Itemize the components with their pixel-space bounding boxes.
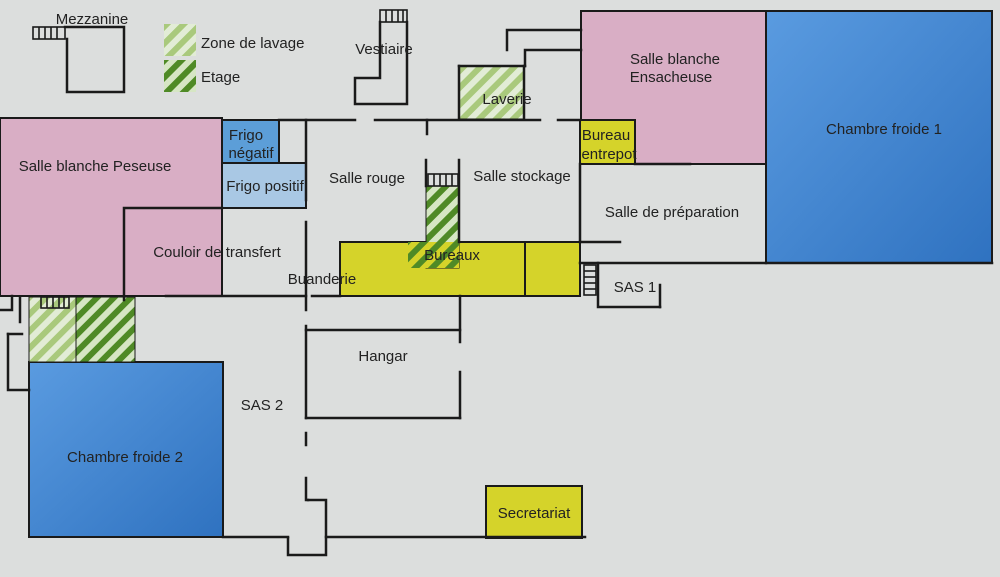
legend-wash-swatch (164, 24, 196, 56)
zone-floor-bureaux (408, 242, 459, 268)
label-sas-2: SAS 2 (241, 397, 284, 414)
label-buanderie: Buanderie (288, 271, 356, 288)
room-frigo-positif[interactable] (221, 162, 307, 209)
label-salle-rouge: Salle rouge (329, 170, 405, 187)
legend-wash-label: Zone de lavage (201, 35, 304, 52)
label-salle-stockage: Salle stockage (473, 168, 571, 185)
legend-floor-swatch (164, 60, 196, 92)
label-bureaux: Bureaux (424, 247, 480, 264)
label-salle-blanche-ensacheuse-1: Salle blanche (630, 51, 720, 68)
room-frigo-negatif[interactable] (221, 119, 280, 164)
room-chambre-froide-2[interactable] (28, 361, 224, 538)
label-salle-preparation: Salle de préparation (605, 204, 739, 221)
label-bureau-entrepot-1: Bureau (582, 127, 630, 144)
label-mezzanine: Mezzanine (56, 11, 129, 28)
label-salle-blanche-ensacheuse-2: Ensacheuse (630, 69, 713, 86)
label-frigo-negatif-1: Frigo (229, 127, 263, 144)
label-salle-blanche-peseuse: Salle blanche Peseuse (19, 158, 172, 175)
room-bureau-entrepot[interactable] (579, 119, 636, 165)
label-frigo-positif: Frigo positif (226, 178, 304, 195)
label-frigo-negatif-2: négatif (228, 145, 274, 162)
label-hangar: Hangar (358, 348, 407, 365)
label-chambre-froide-1: Chambre froide 1 (826, 121, 942, 138)
label-vestiaire: Vestiaire (355, 41, 413, 58)
label-bureau-entrepot-2: entrepot (581, 146, 637, 163)
room-secretariat[interactable] (485, 485, 583, 539)
room-bureaux-annex[interactable] (524, 241, 581, 297)
walls (0, 20, 994, 557)
stairs-icon (32, 9, 597, 309)
label-chambre-froide-2: Chambre froide 2 (67, 449, 183, 466)
label-secretariat: Secretariat (498, 505, 571, 522)
label-sas-1: SAS 1 (614, 279, 657, 296)
legend-floor-label: Etage (201, 69, 240, 86)
room-chambre-froide-1[interactable] (765, 10, 993, 264)
zone-floor-sw (75, 296, 136, 363)
label-laverie: Laverie (482, 91, 531, 108)
label-couloir-transfert: Couloir de transfert (153, 244, 281, 261)
